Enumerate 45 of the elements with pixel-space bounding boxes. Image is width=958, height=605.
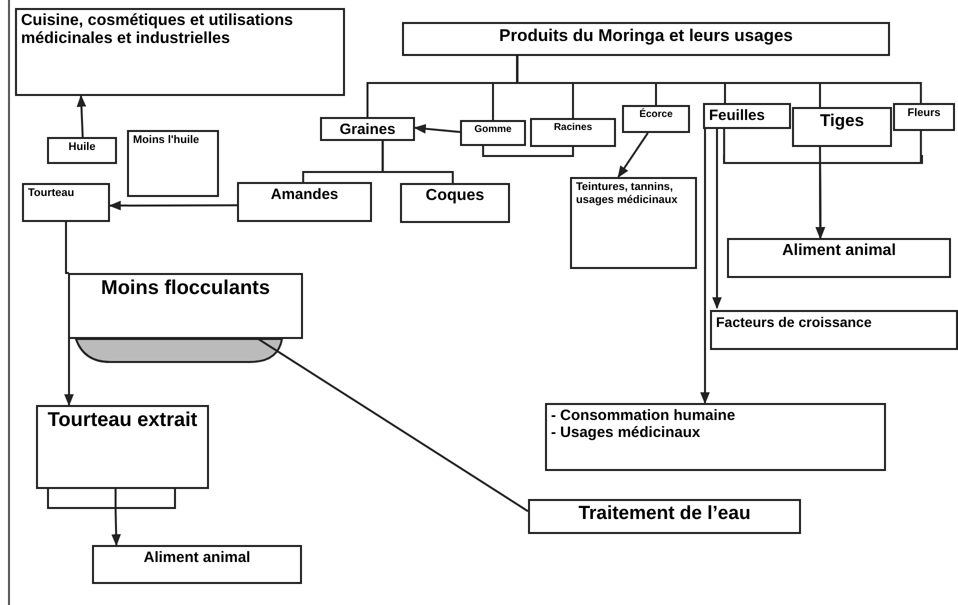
process-box <box>530 118 616 147</box>
node-label: Cuisine, cosmétiques et utilisations médicinales et industrielles <box>21 12 294 49</box>
node-label: Aliment animal <box>781 242 897 260</box>
process-box <box>622 105 690 133</box>
node-label: Facteurs de croissance <box>716 314 873 330</box>
node-label: Tourteau extrait <box>46 409 198 432</box>
node-label: Tiges <box>818 111 866 131</box>
node-label: Gomme <box>473 124 513 136</box>
node-label: Aliment animal <box>142 549 252 566</box>
node-label: Amandes <box>270 186 340 204</box>
node-label: Feuilles <box>709 107 766 124</box>
process-box <box>703 103 791 129</box>
node-label: Graines <box>338 121 396 138</box>
process-box <box>47 137 117 164</box>
process-box <box>15 8 345 96</box>
process-box <box>528 499 801 534</box>
process-box <box>545 403 886 471</box>
node-label: Produits du Moringa et leurs usages <box>498 26 794 46</box>
process-box <box>400 183 510 223</box>
process-box <box>460 120 526 146</box>
process-box <box>237 182 372 222</box>
node-label: Écorce <box>638 109 674 120</box>
process-box <box>570 177 697 269</box>
process-box <box>127 130 219 197</box>
node-label: Racines <box>552 122 594 134</box>
node-label: Fleurs <box>906 107 942 120</box>
node-label: Tourteau <box>28 187 76 200</box>
process-box <box>68 273 303 339</box>
node-label: - Consommation humaine <box>551 407 736 424</box>
node-label: Coques <box>424 187 486 206</box>
process-box <box>92 545 302 584</box>
process-box <box>22 183 110 222</box>
process-box <box>727 238 951 278</box>
node-label: Teintures, tannins, usages médicinaux <box>576 181 678 206</box>
process-box <box>36 405 209 489</box>
process-box <box>710 310 958 350</box>
process-box <box>893 103 955 131</box>
title-box <box>402 22 890 56</box>
process-box <box>792 107 892 147</box>
node-label: Huile <box>68 141 96 154</box>
node-label: - Usages médicinaux <box>551 424 702 442</box>
node-label: Moins flocculants <box>100 277 271 300</box>
process-box <box>320 117 415 141</box>
node-label: Moins l'huile <box>133 134 200 147</box>
node-label: Traitement de l’eau <box>577 503 752 525</box>
